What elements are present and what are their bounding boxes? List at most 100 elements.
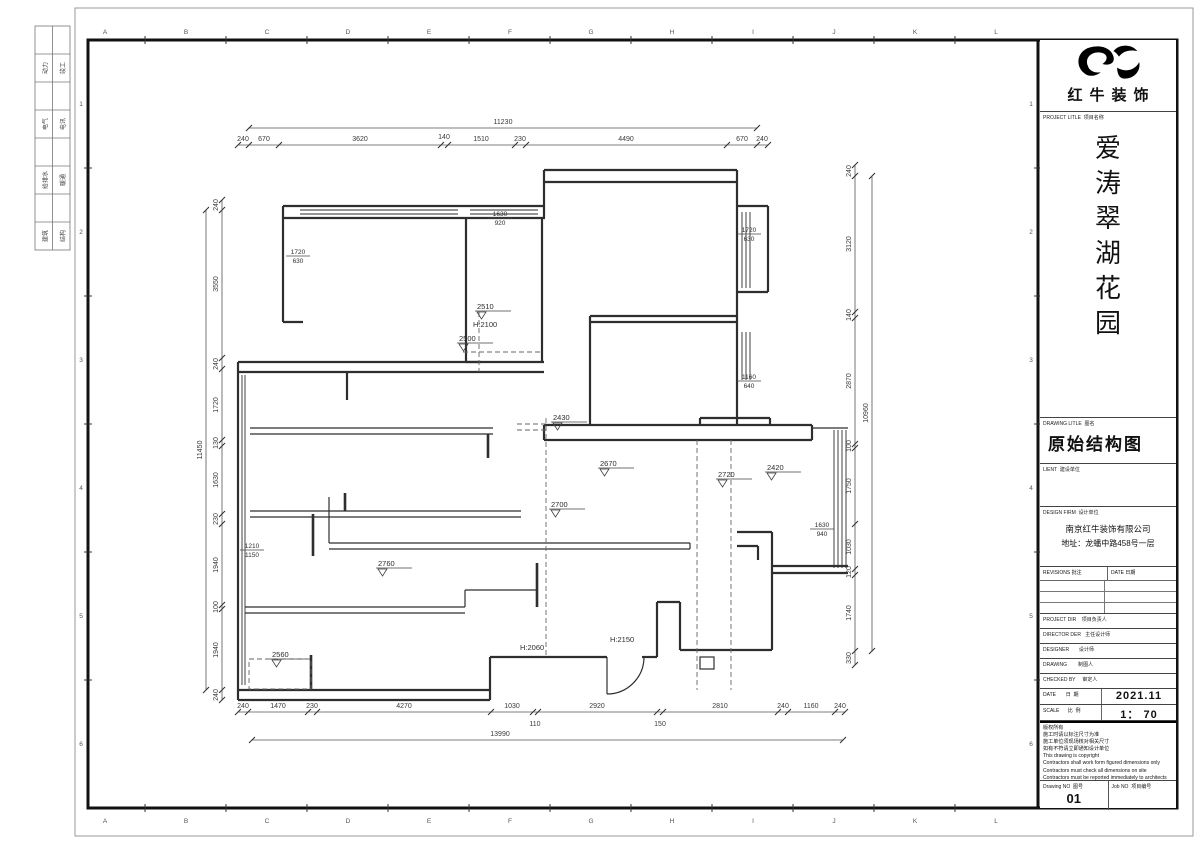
- level-label: 2430: [553, 413, 570, 422]
- drawing-no-label: Drawing NO 图号: [1043, 784, 1084, 790]
- overall-dim: 10960: [863, 403, 870, 423]
- grid-letter: H: [670, 818, 675, 825]
- scale-label: SCALE 比 例: [1040, 705, 1102, 720]
- drawing-title-label: DRAWING LITLE 图名: [1043, 421, 1095, 427]
- dim-label: 2870: [846, 373, 853, 389]
- dim-label: 240: [846, 165, 853, 177]
- height-label: H:2100: [473, 320, 497, 329]
- height-label: H:2150: [610, 635, 634, 644]
- grid-numbers-left: 1 2 3 4 5 6: [79, 101, 83, 748]
- grid-number: 6: [1029, 741, 1033, 748]
- grid-number: 2: [79, 229, 83, 236]
- grid-letters-bottom: A B C D E F G H I J K L: [103, 818, 998, 825]
- level-label: 2500: [459, 334, 476, 343]
- design-firm-label: DESIGN FIRM 设计单位: [1043, 510, 1099, 516]
- dim-label: 3550: [213, 276, 220, 292]
- project-name-char: 湖: [1094, 239, 1121, 268]
- window-width: 1720: [291, 249, 306, 256]
- revisions-table: REVISIONS 批注 DATE 日期: [1040, 567, 1176, 614]
- dim-label: 3620: [352, 136, 368, 143]
- window-sill: 940: [817, 531, 828, 538]
- note-line: 版权所有: [1043, 725, 1064, 731]
- project-name-char: 园: [1094, 309, 1121, 338]
- logo-section: 红牛装饰: [1040, 42, 1176, 112]
- overall-dim: 13990: [490, 731, 510, 738]
- copyright-notes: 版权所有 施工时请以标注尺寸为准 施工单位须现场核对相关尺寸 如有不符请立即通知…: [1040, 721, 1176, 781]
- grid-letters-top: A B C D E F G H I J K L: [103, 29, 998, 36]
- dashed-reference-lines: [248, 312, 732, 690]
- window-width: 1210: [245, 543, 260, 550]
- dim-label: 4490: [618, 136, 634, 143]
- dim-label: 670: [258, 136, 270, 143]
- window-width: 1630: [815, 522, 830, 529]
- grid-letter: D: [346, 29, 351, 36]
- height-marks: H:2100 H:2060 H:2150: [473, 320, 634, 652]
- grid-number: 5: [1029, 613, 1033, 620]
- grid-letter: C: [265, 818, 270, 825]
- staff-row-director: DIRECTOR DER 主任设计师: [1040, 629, 1176, 644]
- discipline-label: 动力: [42, 62, 50, 74]
- discipline-label: 竣工: [59, 62, 67, 74]
- revisions-label: REVISIONS 批注: [1040, 567, 1108, 580]
- window-width: 1720: [742, 227, 757, 234]
- dim-label: 130: [213, 437, 220, 449]
- staff-row-label: PROJECT DIR 项目负责人: [1043, 617, 1107, 623]
- dim-label: 1750: [846, 478, 853, 494]
- dim-label: 3120: [846, 236, 853, 252]
- dim-label: 4270: [396, 703, 412, 710]
- level-marks: 2430 2670 2720 2420 2700 2760 2560 2510 …: [270, 302, 801, 668]
- level-label: 2670: [600, 459, 617, 468]
- dim-label: 1160: [803, 703, 818, 710]
- dim-label: 240: [213, 199, 220, 211]
- grid-letter: F: [508, 818, 512, 825]
- drawing-title: 原始结构图: [1048, 435, 1143, 454]
- note-line: This drawing is copyright: [1043, 753, 1100, 760]
- note-line: Contractors must be reported immediately…: [1043, 774, 1167, 781]
- grid-letter: L: [994, 818, 998, 825]
- grid-letter: B: [184, 818, 188, 825]
- design-firm-section: DESIGN FIRM 设计单位 南京红牛装饰有限公司 地址：龙蟠中路458号一…: [1040, 507, 1176, 567]
- level-label: 2720: [718, 470, 735, 479]
- grid-letter: C: [265, 29, 270, 36]
- project-name-char: 花: [1094, 274, 1121, 303]
- window-sill: 920: [495, 220, 506, 227]
- dim-label: 2810: [712, 703, 728, 710]
- note-line: Contractors shall work form figured dime…: [1043, 760, 1160, 767]
- dim-label: 240: [237, 703, 249, 710]
- grid-letter: K: [913, 818, 918, 825]
- staff-row-label: DIRECTOR DER 主任设计师: [1043, 632, 1111, 638]
- discipline-label: 建筑: [42, 230, 50, 242]
- date-value: 2021.11: [1115, 690, 1163, 702]
- project-name-char: 爱: [1094, 134, 1121, 163]
- date-row: DATE 日 期 2021.11: [1040, 689, 1176, 705]
- revision-row: [1040, 581, 1176, 592]
- dim-label: 2920: [589, 703, 605, 710]
- grid-letter: J: [832, 818, 835, 825]
- client-label: LIENT 建设单位: [1043, 467, 1080, 473]
- window-width: 1160: [742, 374, 756, 381]
- level-label: 2760: [378, 559, 395, 568]
- job-no-cell: Job NO 项目编号: [1109, 781, 1177, 810]
- dim-label: 1740: [846, 605, 853, 621]
- dim-label: 240: [237, 136, 249, 143]
- date-label: DATE 日 期: [1040, 689, 1102, 704]
- dim-label: 1940: [213, 557, 220, 573]
- dim-label: 230: [514, 136, 526, 143]
- revision-row: [1040, 592, 1176, 603]
- discipline-label: 给排水: [42, 171, 50, 189]
- level-label: 2560: [272, 650, 289, 659]
- grid-letter: H: [670, 29, 675, 36]
- discipline-label: 电气: [42, 118, 50, 130]
- grid-letter: K: [913, 29, 918, 36]
- window-sill: 630: [744, 236, 755, 243]
- grid-letter: B: [184, 29, 188, 36]
- border-ticks: [84, 36, 1042, 812]
- drawing-no-value: 01: [1066, 791, 1081, 806]
- window-sill: 640: [744, 383, 755, 390]
- staff-row-checked-by: CHECKED BY 审定人: [1040, 674, 1176, 689]
- grid-number: 4: [1029, 485, 1033, 492]
- scale-value: 1： 70: [1120, 709, 1158, 721]
- grid-letter: F: [508, 29, 512, 36]
- dim-sublabel: 110: [529, 721, 540, 728]
- dim-sublabel: 150: [654, 721, 666, 728]
